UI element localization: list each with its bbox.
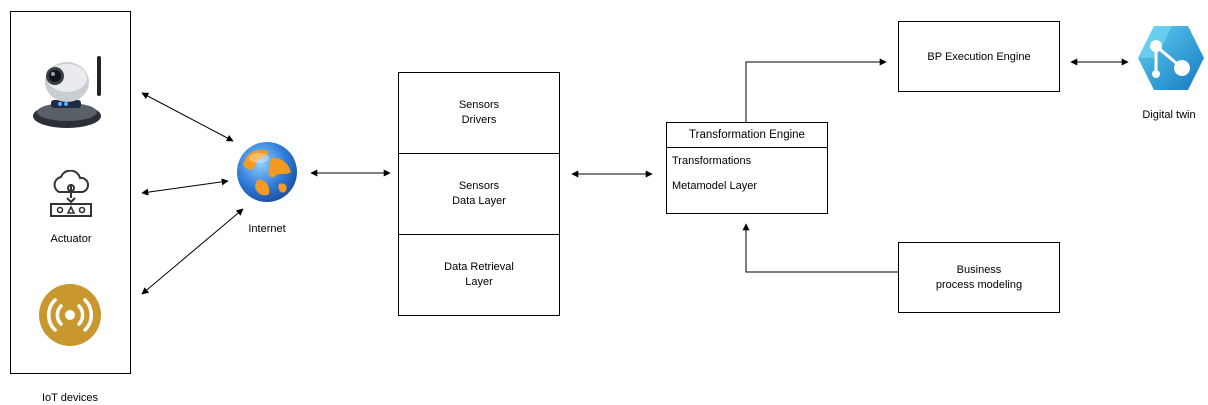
digital-twin-label: Digital twin — [1142, 109, 1196, 121]
sensor-internet-arrow — [141, 208, 244, 295]
stack-layer-sensors-data: Sensors Data Layer — [399, 153, 559, 235]
transformation-item: Transformations — [672, 155, 752, 167]
bp-execution-engine: BP Execution Engine — [898, 21, 1060, 92]
camera-icon — [33, 56, 101, 128]
metamodel-item: Metamodel Layer — [672, 180, 757, 192]
layer-stack: Sensors Drivers Sensors Data Layer Data … — [398, 72, 560, 316]
actuator-label: Actuator — [50, 233, 92, 245]
sensor-signal-icon — [39, 284, 101, 346]
digital-twin-icon — [1138, 26, 1204, 90]
internet-label: Internet — [248, 223, 286, 235]
transformation-engine-title: Transformation Engine — [667, 123, 827, 148]
transformation-bp-arrow — [745, 58, 887, 122]
iot-devices-caption: IoT devices — [41, 392, 99, 404]
stack-layer-sensors-drivers: Sensors Drivers — [399, 73, 559, 154]
globe-icon — [237, 142, 297, 202]
business-transformation-arrow — [742, 223, 898, 273]
actuator-internet-arrow — [141, 178, 229, 196]
transformation-engine: Transformation Engine Transformations Me… — [666, 122, 828, 214]
business-process-modeling: Business process modeling — [898, 242, 1060, 313]
camera-internet-arrow — [141, 92, 234, 142]
stack-layer-data-retrieval: Data Retrieval Layer — [444, 260, 514, 288]
actuator-icon — [50, 170, 92, 217]
